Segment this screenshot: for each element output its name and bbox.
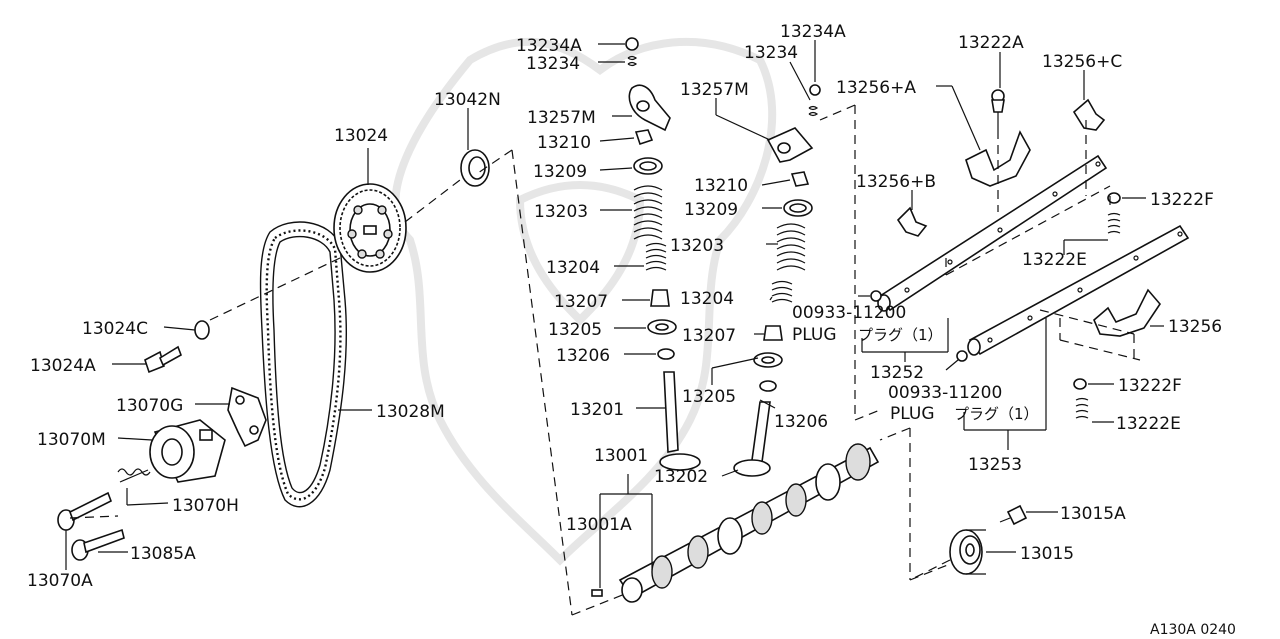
label-13205-left: 13205 (548, 320, 602, 340)
label-13203-right: 13203 (670, 236, 724, 256)
bolt-13015a (999, 504, 1028, 526)
pulley-leaders (909, 511, 1058, 581)
label-13070h: 13070H (172, 496, 239, 516)
label-13222f-lower: 13222F (1118, 376, 1182, 396)
label-13024a: 13024A (30, 356, 96, 376)
label-13256a: 13256+A (836, 78, 916, 98)
label-13234-left: 13234 (526, 54, 580, 74)
valve-stack-left (625, 37, 701, 471)
label-13209-right: 13209 (684, 200, 738, 220)
watermark-emblem (391, 37, 777, 566)
rocker-shaft-upper (870, 154, 1108, 312)
label-13207-right: 13207 (682, 326, 736, 346)
label-13001a: 13001A (566, 515, 632, 535)
label-13203-left: 13203 (534, 202, 588, 222)
camshaft-sprocket (333, 183, 407, 273)
label-13257m-left: 13257M (527, 108, 596, 128)
label-13204-right: 13204 (680, 289, 734, 309)
label-13015: 13015 (1020, 544, 1074, 564)
bolt-13070a (57, 491, 113, 531)
label-13085a: 13085A (130, 544, 196, 564)
label-13015a: 13015A (1060, 504, 1126, 524)
left-leaders (65, 108, 469, 570)
label-13202: 13202 (654, 467, 708, 487)
rocker-arm-13256 (1093, 288, 1162, 337)
right-dashed-guides (945, 120, 1141, 361)
label-13257m-right: 13257M (680, 80, 749, 100)
center-leaders (598, 40, 816, 588)
screw-13222e (1075, 212, 1121, 419)
label-13234-right: 13234 (744, 43, 798, 63)
rocker-arm-13256c (1072, 98, 1106, 131)
valve-stack-right (733, 84, 821, 477)
diagram-code: A130A 0240 (1150, 622, 1236, 638)
label-13028m: 13028M (376, 402, 445, 422)
label-00933-lower: 00933-11200 (888, 383, 1002, 403)
right-leaders (858, 52, 1164, 450)
label-13210-right: 13210 (694, 176, 748, 196)
label-13205-right: 13205 (682, 387, 736, 407)
label-13256: 13256 (1168, 317, 1222, 337)
label-13206-right: 13206 (774, 412, 828, 432)
label-13201: 13201 (570, 400, 624, 420)
label-00933-upper: 00933-11200 (792, 303, 906, 323)
cam-pulley-13015 (949, 529, 986, 575)
rocker-arm-13256a (965, 130, 1031, 187)
label-13042n: 13042N (434, 90, 501, 110)
camshaft (591, 443, 880, 603)
tensioner-spring (117, 468, 151, 483)
label-13252: 13252 (870, 363, 924, 383)
label-13070a: 13070A (27, 571, 93, 591)
adjust-screw-13222a (991, 89, 1005, 130)
label-13207-left: 13207 (554, 292, 608, 312)
label-13204-left: 13204 (546, 258, 600, 278)
tensioner-bracket (227, 386, 267, 448)
label-13253: 13253 (968, 455, 1022, 475)
label-plug-lower: PLUG (890, 404, 935, 424)
label-13234a-left: 13234A (516, 36, 582, 56)
timing-belt (259, 221, 347, 508)
washer-13024c (194, 320, 210, 340)
nut-13222f (1073, 192, 1121, 390)
label-13024: 13024 (334, 126, 388, 146)
label-13222e-lower: 13222E (1116, 414, 1181, 434)
label-13256b: 13256+B (856, 172, 936, 192)
label-13001: 13001 (594, 446, 648, 466)
label-13210-left: 13210 (537, 133, 591, 153)
label-plug-jp-lower: プラグ（1） (954, 405, 1039, 423)
label-13222a: 13222A (958, 33, 1024, 53)
label-13222f-upper: 13222F (1150, 190, 1214, 210)
head-section-frame (474, 104, 961, 616)
label-13256c: 13256+C (1042, 52, 1122, 72)
tensioner-pulley (149, 419, 226, 483)
label-13222e-upper: 13222E (1022, 250, 1087, 270)
bolt-13085a (71, 528, 125, 561)
label-13209-left: 13209 (533, 162, 587, 182)
label-13024c: 13024C (82, 319, 148, 339)
part-labels: 13042N 13024 13024C 13024A 13070G 13070M… (27, 22, 1236, 638)
label-plug-upper: PLUG (792, 325, 837, 345)
rocker-shaft-lower (956, 224, 1190, 362)
label-13070g: 13070G (116, 396, 183, 416)
label-13070m: 13070M (37, 430, 106, 450)
label-plug-jp-upper: プラグ（1） (858, 326, 943, 344)
rocker-arm-13256b (896, 206, 928, 237)
oil-seal (460, 149, 490, 187)
label-13206-left: 13206 (556, 346, 610, 366)
bolt-13024a (144, 345, 182, 374)
label-13234a-right: 13234A (780, 22, 846, 42)
